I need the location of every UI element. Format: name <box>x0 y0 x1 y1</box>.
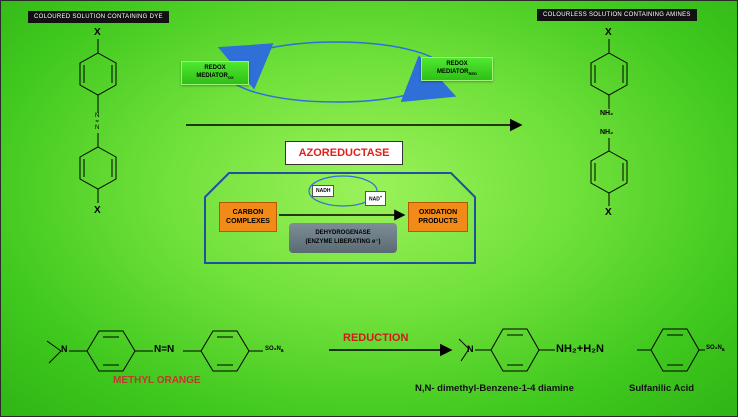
x-top-left: X <box>94 27 101 38</box>
n-dimethyl-product: N <box>467 344 474 354</box>
redox-cycle <box>225 41 447 103</box>
nh2-top: NH₂ <box>600 110 614 117</box>
azo-n-eq-n: N=N <box>154 344 175 355</box>
nadh-label: NADH <box>312 185 335 197</box>
azo-n-bond: N=N <box>95 113 100 131</box>
n-dimethyl-left: N <box>61 344 68 354</box>
so3na-right: SO₃Na <box>706 345 725 354</box>
reduction-label: REDUCTION <box>343 332 409 344</box>
azo-dye-structure <box>79 39 117 203</box>
methyl-orange-structure <box>46 330 263 372</box>
colourless-solution-label: COLOURLESS SOLUTION CONTAINING AMINES <box>537 9 697 21</box>
x-top-right: X <box>605 27 612 38</box>
nh2-bottom: NH₂ <box>600 129 614 136</box>
enzyme-box <box>204 172 476 264</box>
product-structures <box>458 328 705 372</box>
nh2-h2n-label: NH₂+H₂N <box>556 343 604 355</box>
x-bottom-left: X <box>94 205 101 216</box>
sulfanilic-acid-label: Sulfanilic Acid <box>629 383 695 394</box>
amine-structures <box>590 39 628 206</box>
x-bottom-right: X <box>605 207 612 218</box>
so3na-left: SO₃Na <box>265 346 284 355</box>
methyl-orange-label: METHYL ORANGE <box>113 375 201 386</box>
coloured-solution-label: COLOURED SOLUTION CONTAINING DYE <box>28 11 169 23</box>
dimethyl-benzene-diamine-label: N,N- dimethyl-Benzene-1-4 diamine <box>415 383 574 394</box>
nad-label: NAD+ <box>365 191 387 206</box>
azoreductase-label: AZOREDUCTASE <box>285 141 403 165</box>
dehydrogenase-box: DEHYDROGENASE (ENZYME LIBERATING e⁻) <box>289 223 397 253</box>
